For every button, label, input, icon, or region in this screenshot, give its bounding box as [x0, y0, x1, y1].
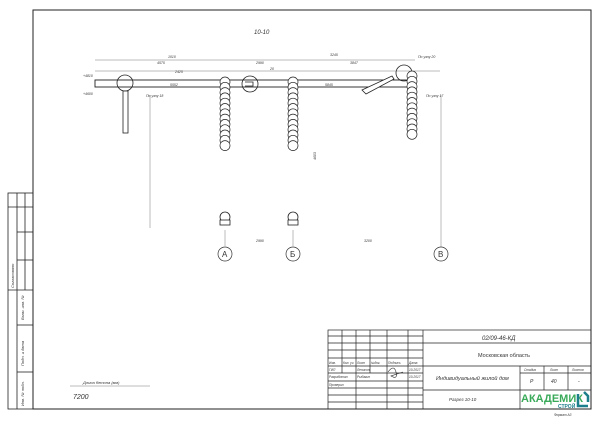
axis-label-a: А [222, 250, 228, 259]
side-strip [7, 192, 34, 410]
title-block [327, 329, 592, 410]
dim-label: 2990 [255, 61, 264, 65]
svg-text:Ленисон: Ленисон [356, 368, 370, 372]
svg-text:Дата: Дата [408, 361, 418, 365]
svg-text:Подпись: Подпись [388, 361, 401, 365]
logo-subtext: СТРОЙ [558, 402, 576, 410]
axis-label-b: Б [290, 250, 295, 259]
dim-label: 2990 [255, 239, 264, 243]
node-ref: По узлу 18 [146, 94, 163, 98]
log-columns [219, 70, 418, 151]
node-ref: По узлу 20 [418, 55, 435, 59]
svg-text:10.2017: 10.2017 [409, 375, 421, 379]
axis-markers [217, 246, 449, 262]
stage-header: Стадия [524, 368, 536, 372]
node-ref: 20 [269, 67, 274, 71]
section-title: 10-10 [254, 30, 270, 36]
axis-label-v: В [438, 250, 443, 259]
dim-label: 3245 [330, 53, 338, 57]
node-ref: По узлу 17 [426, 94, 444, 98]
drawing-code: 02/09-46-КД [482, 336, 516, 342]
format-label: Формат А3 [554, 413, 572, 417]
sheet-header: Лист [549, 368, 559, 372]
svg-text:ГИП: ГИП [329, 368, 336, 372]
strip-label-replaced: Взам. инв. № [20, 295, 25, 320]
signature [387, 367, 404, 378]
sheets-value: - [578, 379, 580, 385]
dim-label: 4575 [157, 61, 165, 65]
sheets-header: Листов [571, 368, 584, 372]
svg-text:Кол. уч.: Кол. уч. [343, 361, 354, 365]
dim-label: 3847 [350, 61, 359, 65]
dim-label: 4603 [313, 152, 317, 160]
foundation-posts [219, 211, 299, 226]
svg-text:Проверил: Проверил [329, 383, 344, 387]
dim-label: 3200 [364, 239, 372, 243]
region: Московская область [478, 353, 530, 359]
length-label: Длина бетона (мм) [82, 380, 120, 385]
svg-text:Разработал: Разработал [329, 375, 348, 379]
strip-label-signature: Подп. и дата [20, 340, 25, 366]
stage-value: Р [530, 379, 534, 385]
elevation-label: +4600 [83, 92, 93, 96]
log-section [287, 140, 299, 151]
dimension-lines [95, 59, 442, 248]
dim-label: 5552 [170, 83, 178, 87]
title-block-headers: Изм. Кол. уч. Лист №док. Подпись Дата ГИ… [329, 361, 421, 387]
sheet-frame [32, 9, 592, 410]
dim-label: 5845 [325, 83, 333, 87]
logo-text: АКАДЕМИК [521, 393, 583, 405]
sheet-value: 40 [551, 379, 557, 385]
dim-label: 1010 [168, 55, 176, 59]
strip-label-inventory: Инв. № подл. [20, 381, 25, 406]
svg-text:10.2017: 10.2017 [409, 368, 421, 372]
elevation-label: +4810 [83, 74, 93, 78]
strip-label-agreed: Согласовано [10, 263, 15, 288]
log-section [406, 128, 418, 140]
svg-text:Изм.: Изм. [329, 361, 336, 365]
length-value: 7200 [73, 394, 89, 401]
logo-icon [576, 391, 590, 408]
object-name: Индивидуальный жилой дом [436, 375, 509, 382]
sheet-title: Разрез 10-10 [449, 397, 477, 402]
svg-text:Лист: Лист [356, 361, 366, 365]
log-section [219, 140, 231, 151]
dim-label: 2425 [174, 70, 183, 74]
roof-beam [94, 79, 416, 88]
svg-text:№док.: №док. [371, 361, 380, 365]
structure [116, 64, 413, 134]
svg-text:Рыбакин: Рыбакин [357, 375, 370, 379]
